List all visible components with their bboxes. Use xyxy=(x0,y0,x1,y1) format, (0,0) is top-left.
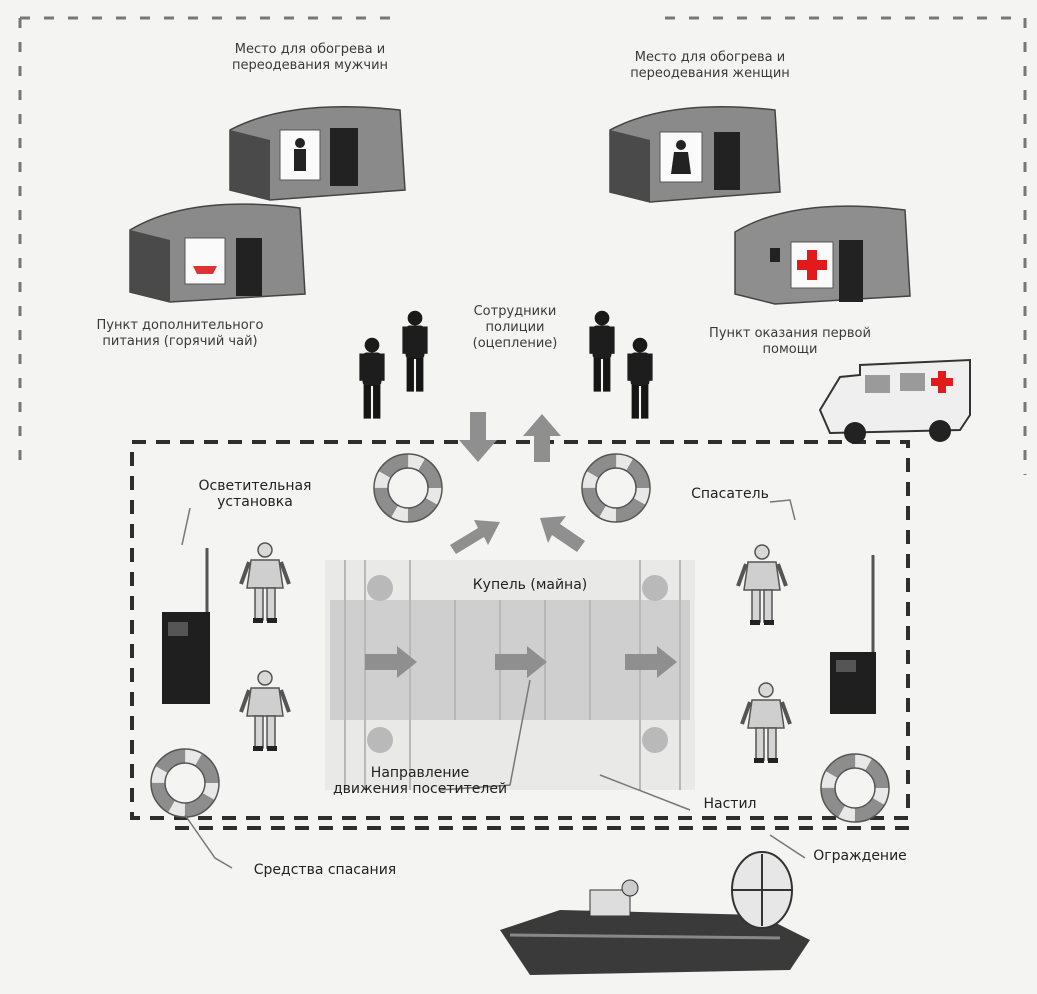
rescuer-icon xyxy=(239,541,291,625)
women-tent-label: Место для обогрева и переодевания женщин xyxy=(630,50,790,81)
police-label: Сотрудники полиции (оцепление) xyxy=(472,304,558,351)
rescuer-label: Спасатель xyxy=(691,486,769,502)
hovercraft-icon xyxy=(500,851,810,975)
arrow-diag-out-icon xyxy=(540,516,585,552)
fence-label: Ограждение xyxy=(813,848,907,864)
rescue-means-label: Средства спасания xyxy=(253,862,397,878)
first-aid-tent-icon xyxy=(734,205,911,305)
police-group-left xyxy=(359,310,428,419)
police-officer-icon xyxy=(402,310,428,392)
lighting-label: Осветительная установка xyxy=(198,478,312,510)
lifebuoy-icon xyxy=(374,454,442,522)
leader-line-deck xyxy=(599,774,691,811)
police-group-right xyxy=(589,310,653,419)
arrow-diag-in-icon xyxy=(450,520,500,554)
men-tent-icon xyxy=(229,105,406,201)
lifebuoy-icon xyxy=(821,754,889,822)
leader-line-rescuer xyxy=(769,499,796,521)
food-point-label: Пункт дополнительного питания (горячий ч… xyxy=(96,318,264,349)
food-tent-icon xyxy=(129,203,306,303)
light-tower-icon xyxy=(830,555,876,714)
direction-label: Направление движения посетителей xyxy=(332,765,508,797)
pool-label: Купель (майна) xyxy=(472,577,588,593)
leader-line-fence xyxy=(769,834,806,859)
pool-deck xyxy=(325,560,695,790)
leader-line-rescue-means xyxy=(184,814,233,869)
leader-line-direction xyxy=(439,679,531,791)
rescuer-icon xyxy=(740,681,792,765)
ambulance-icon xyxy=(818,358,971,444)
women-tent-icon xyxy=(609,105,781,203)
first-aid-label: Пункт оказания первой помощи xyxy=(709,326,871,357)
police-officer-icon xyxy=(359,337,385,419)
leader-line-lighting xyxy=(181,507,191,546)
arrow-up-icon xyxy=(523,414,561,462)
deck-label: Настил xyxy=(703,796,757,812)
police-officer-icon xyxy=(627,337,653,419)
lifebuoy-icon xyxy=(151,749,219,817)
police-officer-icon xyxy=(589,310,615,392)
fence-border xyxy=(130,440,910,820)
men-tent-label: Место для обогрева и переодевания мужчин xyxy=(231,42,389,73)
light-tower-icon xyxy=(162,548,210,704)
rescuer-icon xyxy=(736,543,788,627)
arrow-down-icon xyxy=(459,412,497,462)
rescuer-icon xyxy=(239,669,291,753)
lifebuoy-icon xyxy=(582,454,650,522)
